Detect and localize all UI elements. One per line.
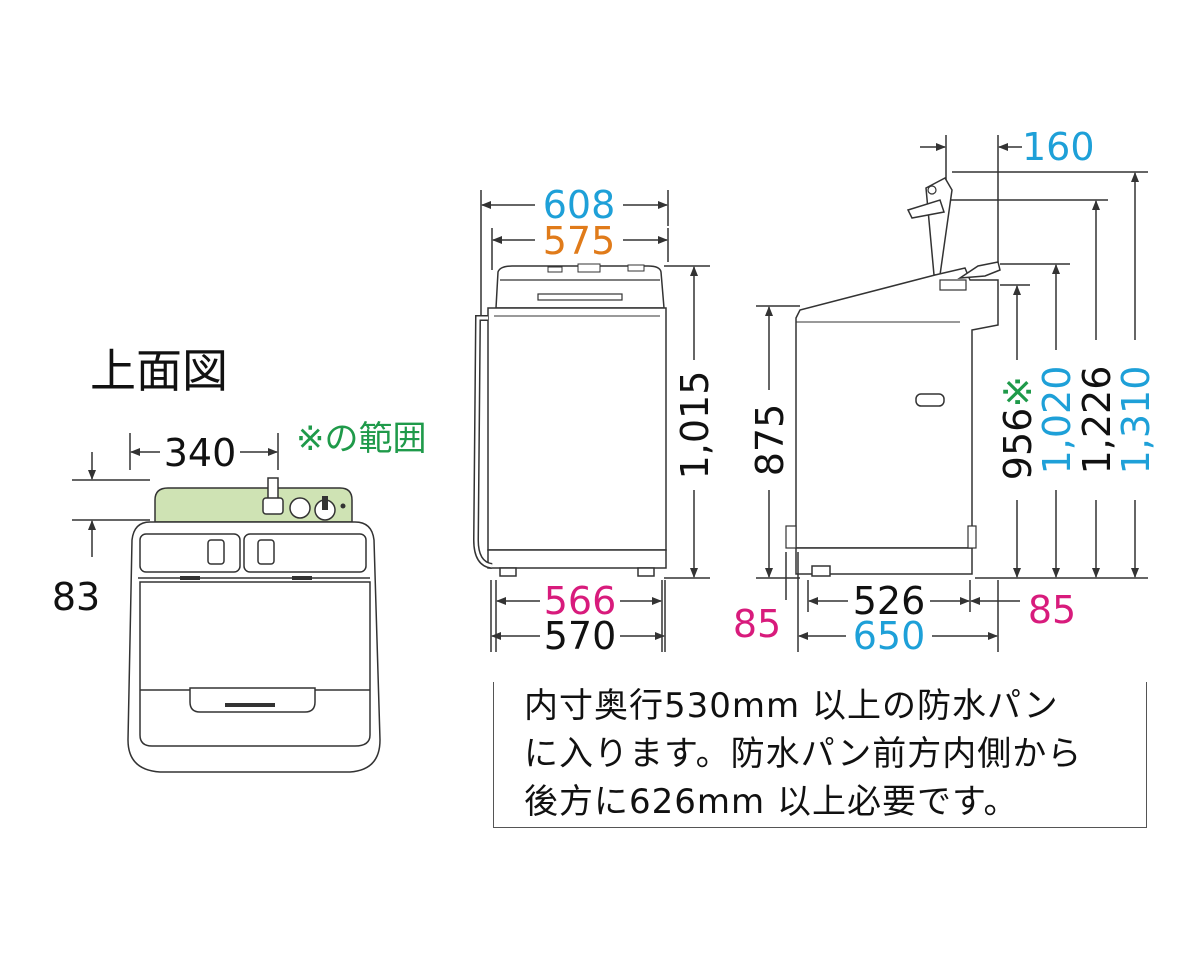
side-height-2: 1,226 [1075,366,1119,475]
front-body [487,307,667,551]
front-base-width: 566 [544,579,617,623]
note-line-3: 後方に626mm 以上必要です。 [524,782,1019,822]
front-width-inner: 575 [543,219,616,263]
height-marked-symbol: ※ [996,376,1040,408]
side-height-3: 1,310 [1114,366,1158,475]
top-depth-dim: 83 [52,575,100,619]
front-foot-width: 570 [544,614,617,658]
top-view-title: 上面図 [90,344,228,398]
range-note: ※の範囲 [296,419,427,459]
front-view: 608 575 1,015 566 [472,183,717,658]
faucet-icon [267,477,279,501]
lid-handle [189,687,316,713]
side-front-offset: 85 [1028,588,1076,632]
front-height: 1,015 [673,371,717,480]
note-line-2: に入ります。防水パン前方内側から [524,734,1083,774]
installation-note: 内寸奥行530mm 以上の防水パン に入ります。防水パン前方内側から 後方に62… [493,682,1147,828]
note-line-1: 内寸奥行530mm 以上の防水パン [524,686,1059,726]
side-body [795,267,999,549]
side-height-marked: 956 [996,408,1040,481]
side-rear-offset: 85 [733,602,781,646]
side-body-height: 875 [748,404,792,477]
front-width-outer: 608 [543,183,616,227]
svg-text:956※: 956※ [996,376,1040,480]
side-height-1: 1,020 [1035,366,1079,475]
knob-icon [289,497,311,519]
side-base-depth: 526 [853,579,926,623]
side-lid-depth: 160 [1022,125,1095,169]
side-total-depth: 650 [853,614,926,658]
top-view: 上面図 340 ※の範囲 83 [52,344,427,773]
side-view: 160 875 956※ 1,020 1,226 [733,125,1158,658]
top-width-dim: 340 [164,431,237,475]
